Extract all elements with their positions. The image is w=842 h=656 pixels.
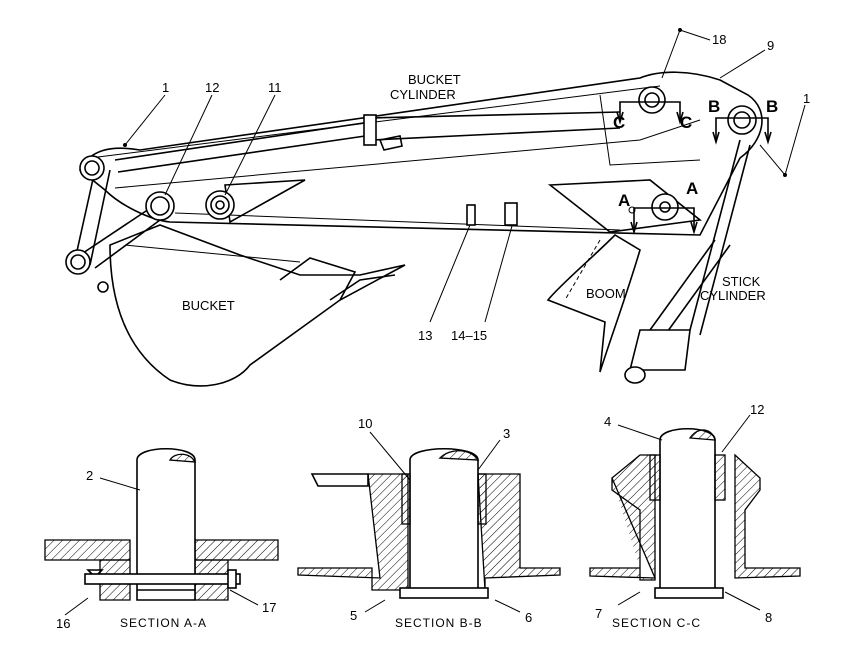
callout-2: 2 <box>86 468 93 483</box>
section-a-a: 2 16 17 SECTION A-A <box>44 447 279 631</box>
section-b-b: 10 3 5 6 SECTION B-B <box>297 416 561 630</box>
callout-1-right: 1 <box>803 91 810 106</box>
label-stick-cylinder-2: CYLINDER <box>700 288 766 303</box>
marker-a-left: A <box>618 191 630 210</box>
label-bucket: BUCKET <box>182 298 235 313</box>
callout-4: 4 <box>604 414 611 429</box>
bucket-cylinder <box>114 111 621 173</box>
callout-9: 9 <box>767 38 774 53</box>
section-markers: C C B B A A <box>613 97 778 235</box>
label-bucket-cylinder-2: CYLINDER <box>390 87 456 102</box>
marker-b-left: B <box>708 97 720 116</box>
callout-3: 3 <box>503 426 510 441</box>
stick-cylinder <box>624 139 751 384</box>
marker-b-right: B <box>766 97 778 116</box>
section-c-c: 4 12 7 8 SECTION C-C <box>589 402 801 630</box>
callout-18: 18 <box>712 32 726 47</box>
bucket <box>74 169 406 387</box>
callout-12-section: 12 <box>750 402 764 417</box>
main-labels: BUCKET CYLINDER BUCKET BOOM STICK CYLIND… <box>162 32 810 343</box>
callout-6: 6 <box>525 610 532 625</box>
title-section-c-c: SECTION C-C <box>612 616 701 630</box>
marker-a-right: A <box>686 179 698 198</box>
callout-14-15: 14–15 <box>451 328 487 343</box>
pins-main <box>65 86 757 275</box>
label-stick-cylinder-1: STICK <box>722 274 761 289</box>
callout-7: 7 <box>595 606 602 621</box>
label-bucket-cylinder-1: BUCKET <box>408 72 461 87</box>
label-boom: BOOM <box>586 286 626 301</box>
title-section-b-b: SECTION B-B <box>395 616 483 630</box>
bucket-outline <box>109 224 406 387</box>
callout-1-left: 1 <box>162 80 169 95</box>
callout-13: 13 <box>418 328 432 343</box>
title-section-a-a: SECTION A-A <box>120 616 207 630</box>
marker-c-left: C <box>613 113 625 132</box>
callout-8: 8 <box>765 610 772 625</box>
marker-c-right: C <box>680 113 692 132</box>
callout-10: 10 <box>358 416 372 431</box>
callout-16: 16 <box>56 616 70 631</box>
callout-5: 5 <box>350 608 357 623</box>
leader-lines <box>123 28 806 323</box>
boom <box>546 233 641 373</box>
callout-12-top: 12 <box>205 80 219 95</box>
callout-11: 11 <box>268 80 282 95</box>
callout-17: 17 <box>262 600 276 615</box>
